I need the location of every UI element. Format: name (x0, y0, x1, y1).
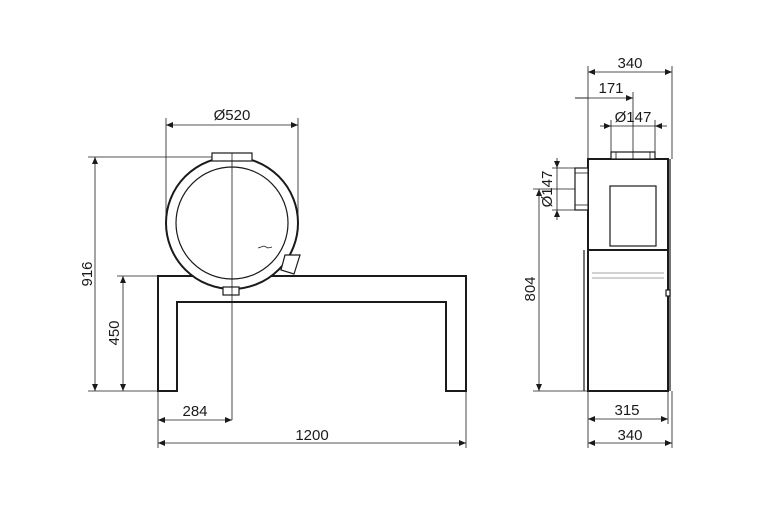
dim-diameter-label: Ø520 (214, 107, 251, 124)
dim-width: 1200 (158, 427, 466, 446)
dim-top-width-label: 340 (617, 55, 642, 72)
dim-width-label: 1200 (295, 427, 328, 444)
dim-height-total: 916 (79, 156, 212, 392)
dim-offset-label: 284 (182, 403, 207, 420)
dim-depth-inner: 315 (587, 391, 673, 448)
dim-height-rear-flue-label: 804 (522, 276, 539, 301)
bench (157, 275, 467, 392)
front-view: Ø520 916 450 284 1200 (79, 107, 467, 448)
dim-flue-offset: 171 (575, 80, 633, 101)
side-view: 340 171 Ø147 Ø147 (522, 55, 673, 448)
dim-top-width: 340 (587, 55, 673, 159)
dim-depth-inner-label: 315 (614, 402, 639, 419)
dim-height-bench: 450 (106, 275, 158, 391)
dim-height-rear-flue: 804 (522, 188, 588, 392)
dim-flue-offset-label: 171 (598, 80, 623, 97)
dim-depth-total-label: 340 (617, 427, 642, 444)
logo-mark (257, 245, 273, 249)
dim-flue-top: Ø147 (600, 109, 667, 152)
dim-depth-total: 340 (588, 427, 672, 446)
stove-body-side (583, 158, 671, 392)
dim-offset: 284 (157, 391, 467, 448)
dim-diameter-front: Ø520 (165, 107, 299, 223)
dim-flue-top-label: Ø147 (615, 109, 652, 126)
dim-height-total-label: 916 (79, 261, 96, 286)
stove-body-front (165, 152, 301, 296)
flue-rear (574, 167, 589, 211)
dim-height-bench-label: 450 (106, 320, 123, 345)
